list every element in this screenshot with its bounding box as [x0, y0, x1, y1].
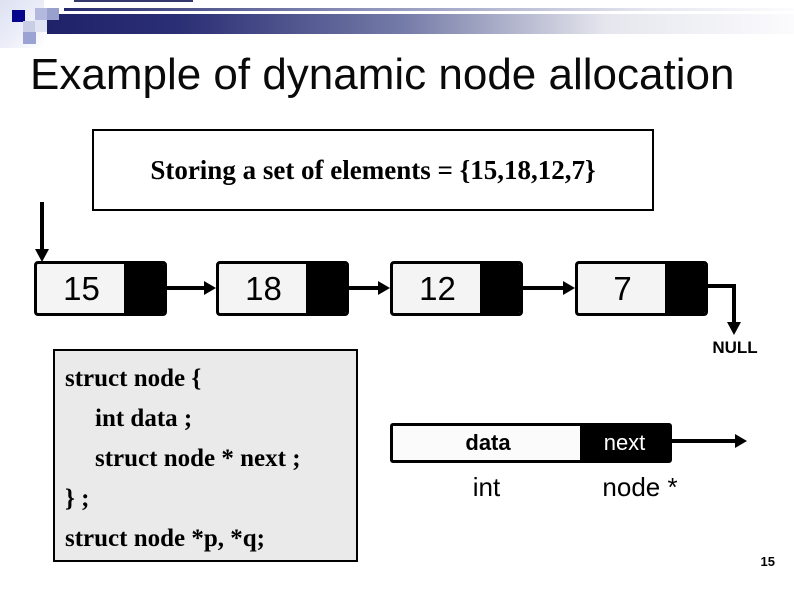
template-next-type: node * [602, 472, 678, 502]
code-line: int data ; [95, 405, 193, 432]
node-pointer-cell [665, 264, 705, 313]
list-node-1: 15 [34, 261, 167, 316]
deco-square-dark [12, 10, 25, 22]
code-line: struct node *p, *q; [65, 525, 266, 552]
header-thin-gradient-bar [64, 8, 794, 11]
list-node-3: 12 [390, 261, 523, 316]
node-pointer-cell [306, 264, 346, 313]
template-arrowhead-icon [735, 434, 747, 448]
node-pointer-cell [124, 264, 164, 313]
deco-square [35, 20, 47, 32]
template-arrow-line [672, 439, 735, 443]
deco-square [23, 32, 36, 44]
header-gradient-bar [47, 14, 794, 34]
node-pointer-cell [480, 264, 520, 313]
code-line: struct node * next ; [95, 445, 301, 472]
node-value: 15 [63, 269, 100, 307]
link-arrow-line [167, 286, 204, 290]
node-value: 18 [245, 269, 282, 307]
list-node-4: 7 [575, 261, 708, 316]
link-arrow-line [349, 286, 378, 290]
code-line: } ; [65, 485, 90, 512]
set-description-box: Storing a set of elements = {15,18,12,7} [92, 129, 654, 211]
code-line: struct node { [65, 365, 202, 392]
link-arrowhead-icon [563, 281, 575, 295]
template-next-field: next [580, 426, 669, 460]
node-value: 12 [419, 269, 456, 307]
deco-square [47, 8, 59, 20]
struct-code-box: struct node { int data ; struct node * n… [53, 349, 358, 562]
null-arrowhead-icon [727, 322, 741, 335]
null-arrow-vline [732, 284, 736, 324]
page-number: 15 [760, 554, 775, 569]
deco-square [35, 8, 47, 20]
top-edge-line [74, 0, 193, 2]
null-label: NULL [712, 338, 758, 357]
list-node-2: 18 [216, 261, 349, 316]
node-template: data next [390, 423, 672, 463]
null-arrow-hline [706, 284, 736, 288]
slide-title: Example of dynamic node allocation [30, 50, 735, 99]
head-pointer-arrowhead-icon [35, 249, 49, 262]
template-data-type: int [472, 472, 501, 502]
head-pointer-arrow-line [40, 202, 44, 252]
deco-square [23, 21, 35, 33]
link-arrowhead-icon [204, 281, 216, 295]
template-data-field: data [465, 430, 511, 455]
node-value: 7 [613, 269, 632, 307]
link-arrow-line [523, 286, 563, 290]
link-arrowhead-icon [378, 281, 390, 295]
set-description-text: Storing a set of elements = {15,18,12,7} [150, 154, 596, 185]
